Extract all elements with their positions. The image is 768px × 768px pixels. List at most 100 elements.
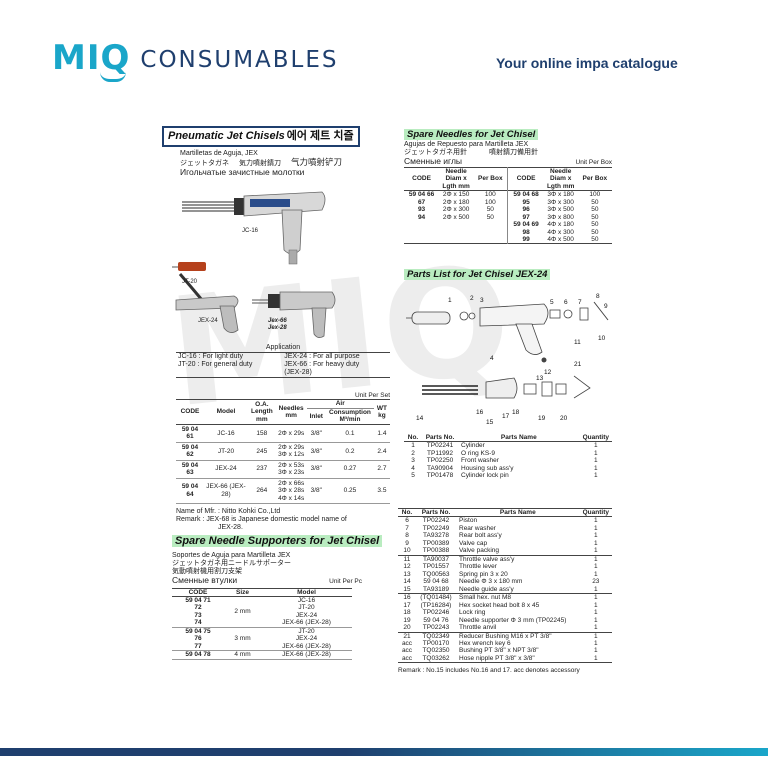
chisel-needles: 2Φ x 29s <box>276 424 307 442</box>
needle-size: 2Φ x 500 <box>442 213 470 221</box>
diagram-callouts: 1 2 3 5 6 7 8 9 10 11 12 13 14 15 16 17 … <box>416 293 608 426</box>
chisel-length: 245 <box>256 447 268 455</box>
ndl-col-needle2: Needle Diam x Lgth mm <box>546 167 575 190</box>
svg-text:12: 12 <box>544 369 552 376</box>
col-air: Air <box>306 399 374 409</box>
needle-spec: 3Φ x 12s <box>278 451 305 459</box>
needle-size: 3Φ x 180 <box>547 191 574 199</box>
part-qty: 23 <box>592 578 600 586</box>
part-number: (TP16284) <box>420 601 452 609</box>
svg-text:21: 21 <box>574 361 582 368</box>
label-jex24: JEX-24 <box>198 318 218 324</box>
part-qty: 1 <box>594 594 598 602</box>
part-number: TQ02349 <box>422 632 450 640</box>
label-jex28: Jex-28 <box>268 325 287 331</box>
part-qty: 1 <box>594 563 598 571</box>
part-no: 18 <box>403 609 411 617</box>
needle-size: 3Φ x 800 <box>547 213 574 221</box>
pt-col-partno: Parts No. <box>425 434 455 441</box>
ndl-col-needle: Needle Diam x Lgth mm <box>442 167 470 190</box>
part-number: (TQ01484) <box>420 594 452 602</box>
support-model: JT-20 <box>298 627 315 635</box>
sup-col-model: Model <box>297 588 316 596</box>
ndl-col-perbox: Per Box <box>473 167 509 191</box>
svg-text:17: 17 <box>502 413 510 420</box>
support-code: 59 04 78 <box>185 651 211 659</box>
support-size: 2 mm <box>234 608 251 616</box>
needle-perbox: 50 <box>473 206 509 214</box>
part-no: 19 <box>403 616 411 624</box>
part-name: Throttle lever <box>459 563 497 571</box>
chisel-model: JEX-66 (JEX-28) <box>206 483 246 498</box>
needle-size: 4Φ x 180 <box>547 221 574 229</box>
part-no: 10 <box>403 547 411 555</box>
part-no: 8 <box>405 532 409 540</box>
support-code: 59 04 71 <box>185 597 211 605</box>
part-number: TP00389 <box>422 539 450 547</box>
part-qty: 1 <box>594 654 598 662</box>
pt2-col-partno: Parts No. <box>421 509 451 516</box>
needles-sub-spanish: Agujas de Repuesto para Martilleta JEX <box>404 140 529 148</box>
svg-text:7: 7 <box>578 299 582 306</box>
jc16-tool-icon: JC-16 <box>182 191 326 265</box>
part-name: Hex socket head bolt 8 x 45 <box>459 601 540 609</box>
part-no: 17 <box>403 601 411 609</box>
part-no: 16 <box>403 594 411 602</box>
part-number: TQ03262 <box>422 654 450 662</box>
svg-text:6: 6 <box>564 299 568 306</box>
svg-text:4: 4 <box>490 355 494 362</box>
needle-perbox: 100 <box>589 191 601 199</box>
svg-text:3: 3 <box>480 297 484 304</box>
chisels-title: Pneumatic Jet Chisels <box>168 130 285 142</box>
part-no: 3 <box>411 457 415 465</box>
part-no: 12 <box>403 563 411 571</box>
part-number: TP01557 <box>422 563 450 571</box>
chisel-code: 59 04 63 <box>181 461 199 477</box>
chisel-consumption: 0.2 <box>345 447 355 455</box>
part-qty: 1 <box>594 639 598 647</box>
part-number: TP02250 <box>426 457 454 465</box>
part-number: TP02242 <box>422 517 450 525</box>
logo-brand: MIQ <box>52 38 130 82</box>
svg-text:2: 2 <box>470 295 474 302</box>
ndl-col-code: CODE <box>412 175 431 183</box>
needle-perbox <box>473 228 509 236</box>
part-no: 2 <box>411 449 415 457</box>
chisel-wt: 3.5 <box>377 487 387 495</box>
support-model: JEX-66 (JEX-28) <box>282 642 331 650</box>
part-name: Rear washer <box>459 524 496 532</box>
part-no: 13 <box>403 570 411 578</box>
needle-perbox: 50 <box>473 213 509 222</box>
pt2-col-qty: Quantity <box>582 509 609 516</box>
chisels-title-korean: 에어 제트 치즐 <box>286 130 354 142</box>
needle-size <box>439 236 473 244</box>
part-number: 59 04 68 <box>423 578 449 586</box>
part-name: Rear bolt ass'y <box>459 532 502 540</box>
brand-logo[interactable]: MIQ CONSUMABLES <box>52 38 339 82</box>
part-qty: 1 <box>594 457 598 465</box>
chisels-sub-japanese2: 気力噴射錆刀 <box>239 159 281 167</box>
part-no: 7 <box>405 524 409 532</box>
needle-perbox <box>473 221 509 229</box>
part-number: TP02243 <box>422 624 450 632</box>
chisel-wt: 2.7 <box>377 465 387 473</box>
support-size: 3 mm <box>234 635 251 643</box>
part-name: Lock ring <box>459 609 486 617</box>
support-size: 4 mm <box>234 651 251 659</box>
chisels-title-box: Pneumatic Jet Chisels 에어 제트 치즐 <box>162 126 360 147</box>
chisel-inlet: 3/8" <box>310 487 322 495</box>
col-needles: Needles mm <box>278 404 304 420</box>
needle-guide-icon <box>485 375 591 399</box>
chisel-code: 59 04 61 <box>181 425 199 441</box>
